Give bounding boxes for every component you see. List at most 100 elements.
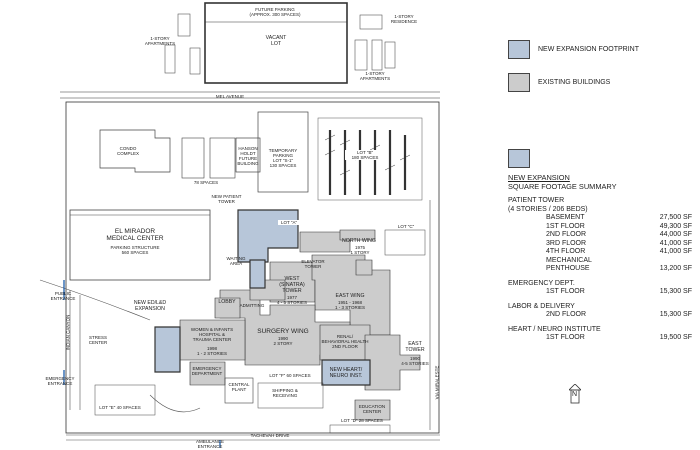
legend-expansion-label: NEW EXPANSION FOOTPRINT [538, 46, 639, 53]
summary-row: 1ST FLOOR 19,500 SF [508, 334, 700, 343]
row-label: 3RD FLOOR [546, 239, 587, 247]
parking-structure-label: PARKING STRUCTURE 560 SPACES [110, 245, 160, 255]
stress-center-label: STRESS CENTER [88, 335, 108, 345]
north-wing-label: NORTH WING [342, 238, 376, 244]
new-heart-neuro-shape [321, 359, 371, 386]
summary-row: 1ST FLOOR 15,300 SF [508, 288, 700, 297]
square-footage-summary: NEW EXPANSION SQUARE FOOTAGE SUMMARY PAT… [508, 173, 700, 343]
ambulance-entrance-label: AMBULANCE ENTRANCE [195, 439, 224, 449]
row-label: 1ST FLOOR [546, 334, 585, 341]
patient-tower-subtitle: (4 STORIES / 206 BEDS) [508, 205, 588, 213]
row-value: 27,500 SF [659, 214, 692, 221]
labor-title: LABOR & DELIVERY [508, 302, 575, 310]
row-value: 15,300 SF [659, 288, 692, 295]
lot-f-outline [257, 382, 324, 409]
new-patient-tower-shape [237, 209, 299, 263]
vacant-lot-label: VACANT LOT [265, 35, 287, 47]
legend-row-existing: EXISTING BUILDINGS [508, 73, 698, 92]
hanson-label: HANSON HOLDT FUTURE BUILDING [237, 146, 259, 166]
hanson-building-outline [235, 137, 261, 173]
legend-row-expansion: NEW EXPANSION FOOTPRINT [508, 40, 698, 59]
condo-annex [181, 137, 205, 179]
west-tower-info: 1977 4 - 5 STORIES [277, 295, 307, 305]
tachevah-drive-label: TACHEVAH DRIVE [250, 433, 290, 438]
lobby-shape [214, 297, 241, 319]
apartments-right-label: 1-STORY APARTMENTS [359, 71, 391, 81]
education-center-label: EDUCATION CENTER [358, 404, 386, 414]
legend-existing-label: EXISTING BUILDINGS [538, 79, 611, 86]
summary-title-line1: NEW EXPANSION [508, 173, 570, 182]
lot-b-label: LOT "B" 180 SPACES [345, 150, 385, 160]
summary-row: 2ND FLOOR 44,000 SF [508, 231, 700, 240]
emergency-department-label: EMERGENCY DEPARTMENT [191, 366, 223, 376]
row-value: 41,000 SF [659, 248, 692, 255]
temp-parking-label: TEMPORARY PARKING LOT "S-1" 130 SPACES [268, 148, 298, 168]
apartment-block [164, 44, 176, 74]
el-mirador-label: EL MIRADOR MEDICAL CENTER [106, 228, 164, 242]
lot-e-outline [94, 384, 156, 416]
east-tower-info: 1990 4-5 STORIES [401, 356, 429, 366]
north-wing-shape [299, 231, 351, 253]
east-tower-label: EAST TOWER [405, 341, 425, 353]
heart-group: HEART / NEURO INSTITUTE 1ST FLOOR 19,500 … [508, 326, 700, 343]
emergency-entrance-label: EMERGENCY ENTRANCE [45, 376, 75, 386]
map-legend: NEW EXPANSION FOOTPRINT EXISTING BUILDIN… [508, 40, 698, 106]
condo-complex-label: CONDO COMPLEX [116, 146, 139, 156]
lot-c-label: LOT "C" [397, 224, 415, 229]
summary-swatch [508, 149, 530, 168]
public-entrance-label: PUBLIC ENTRANCE [50, 291, 76, 301]
east-wing-label: EAST WING [335, 293, 365, 299]
north-arrow: N [568, 383, 582, 404]
condo-complex-outline [99, 129, 171, 173]
patient-tower-title: PATIENT TOWER [508, 197, 565, 204]
expansion-swatch [508, 40, 530, 59]
row-value: 19,500 SF [659, 334, 692, 341]
site-boundary [65, 101, 440, 434]
elevator-tower-label: ELEVATOR TOWER [301, 259, 325, 269]
elevator-shape [355, 259, 373, 276]
summary-row: 4TH FLOOR 41,000 SF [508, 248, 700, 257]
apartments-left-label: 1-STORY APARTMENTS [144, 36, 176, 46]
heart-title: HEART / NEURO INSTITUTE [508, 325, 601, 333]
north-arrow-label: N [572, 391, 578, 398]
renal-label: RENAL/ BEHAVIORAL HEALTH 2ND FLOOR [321, 334, 369, 349]
residence-block [354, 39, 368, 71]
spaces-78-label: 78 SPACES [193, 180, 219, 185]
lot-b-parking-rows [328, 130, 407, 195]
east-tower-shape [364, 334, 421, 391]
waiting-area-label: WAITING AREA [226, 256, 246, 266]
new-ed-ld-label: NEW ED/L&D EXPANSION [133, 300, 167, 312]
row-value: 44,000 SF [659, 231, 692, 238]
row-label: BASEMENT [546, 214, 585, 221]
row-label: 2ND FLOOR [546, 231, 587, 238]
surgery-wing-label: SURGERY WING [257, 328, 309, 335]
residence-block [384, 41, 396, 69]
admitting-label: ADMITTING [239, 303, 265, 308]
summary-row: BASEMENT 27,500 SF [508, 214, 700, 223]
central-plant-label: CENTRAL PLANT [228, 382, 250, 392]
row-label: MECHANICAL PENTHOUSE [546, 256, 592, 273]
row-label: 1ST FLOOR [546, 288, 585, 295]
west-tower-label: WEST (SINATRA) TOWER [279, 276, 305, 294]
north-arrow-icon [568, 383, 582, 404]
temp-parking-outline [257, 111, 309, 193]
lot-d-label: LOT "D" 28 SPACES [341, 418, 383, 423]
via-miraleste-label: VIA MIRALESTE [434, 365, 440, 400]
apartment-block [177, 13, 191, 37]
women-infants-info: 1998 1 - 2 STORIES [197, 346, 227, 356]
residence-block [359, 14, 383, 30]
summary-title-line2: SQUARE FOOTAGE SUMMARY [508, 181, 617, 191]
surgery-wing-info: 1990 2 STORY [273, 336, 293, 346]
central-plant-outline [224, 377, 254, 404]
women-infants-label: WOMEN & INFANTS HOSPITAL & TRAUMA CENTER [190, 327, 234, 342]
row-value: 49,300 SF [659, 222, 692, 230]
indian-canyon-label: INDIAN CANYON [65, 314, 71, 351]
parking-structure-outline [69, 209, 211, 281]
residence-label: 1-STORY RESIDENCE [390, 14, 418, 24]
row-label: 4TH FLOOR [546, 248, 586, 255]
lot-c-outline [384, 229, 426, 256]
